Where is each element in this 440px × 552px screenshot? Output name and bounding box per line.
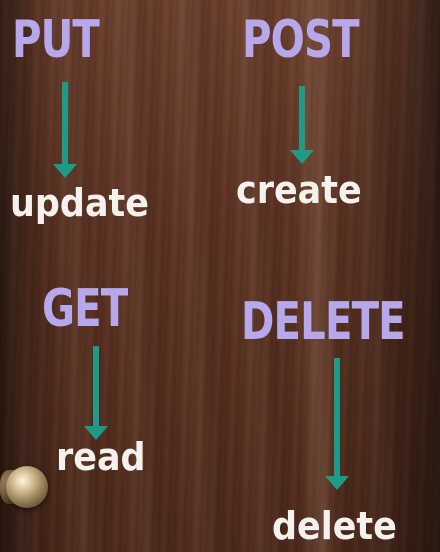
arrow-down-icon <box>84 346 108 440</box>
arrow-down-icon <box>290 86 314 164</box>
method-label-post: POST <box>242 10 360 70</box>
action-label-delete: delete <box>272 504 397 548</box>
method-label-put: PUT <box>12 10 100 70</box>
method-label-get: GET <box>42 279 128 339</box>
method-label-delete: DELETE <box>241 292 406 352</box>
wood-grain-highlight <box>300 0 340 552</box>
action-label-create: create <box>236 168 362 212</box>
action-label-read: read <box>56 435 146 479</box>
arrow-down-icon <box>325 358 349 490</box>
action-label-update: update <box>10 181 149 225</box>
door-knob-icon <box>6 466 48 508</box>
arrow-down-icon <box>53 82 77 178</box>
